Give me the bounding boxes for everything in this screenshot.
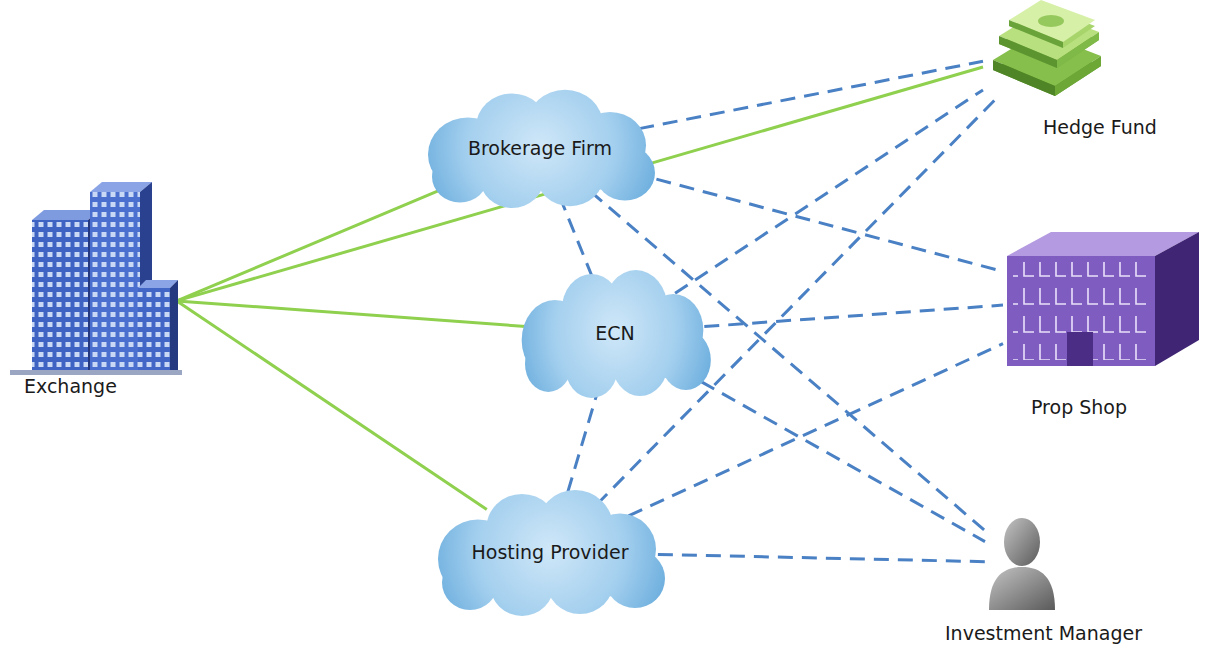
solid-link <box>177 301 487 510</box>
icon-node: Hedge Fund <box>985 0 1157 138</box>
dashed-link <box>658 554 985 561</box>
node-label: Prop Shop <box>1031 396 1200 418</box>
solid-link <box>177 67 983 301</box>
icon-node: Exchange <box>10 180 182 397</box>
node-label: Hedge Fund <box>1043 116 1157 138</box>
node-label: Hosting Provider <box>472 541 629 563</box>
person-silhouette <box>987 515 1057 610</box>
dashed-link <box>597 100 995 505</box>
dashed-link <box>680 370 985 542</box>
dashed-link <box>633 173 1003 272</box>
dashed-link <box>560 196 594 281</box>
solid-link <box>177 301 526 327</box>
office-building <box>1005 228 1200 368</box>
dashed-link <box>639 61 983 128</box>
cloud-node: Brokerage Firm <box>420 88 660 208</box>
cloud-node: Hosting Provider <box>430 488 670 616</box>
exchange-building <box>10 180 182 375</box>
solid-link <box>177 181 461 301</box>
dashed-link <box>704 305 1003 327</box>
node-label: Brokerage Firm <box>468 137 612 159</box>
icon-node: Investment Manager <box>945 515 1142 644</box>
node-label: Exchange <box>24 375 182 397</box>
node-label: Investment Manager <box>945 622 1142 644</box>
dashed-link <box>675 90 983 293</box>
dashed-link <box>565 386 599 501</box>
icon-node: Prop Shop <box>1005 228 1200 418</box>
money-stack <box>985 0 1105 98</box>
cloud-node: ECN <box>515 268 715 398</box>
node-label: ECN <box>595 322 634 344</box>
